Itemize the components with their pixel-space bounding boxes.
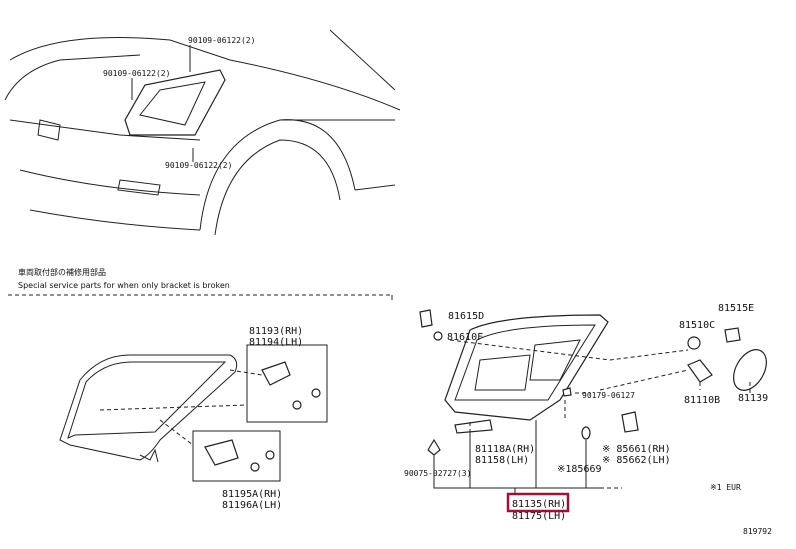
callout-81610f: 81610F (447, 332, 483, 343)
callout-81135-highlighted[interactable]: 81135(RH) (512, 499, 566, 510)
upper-bracket-box (246, 344, 328, 423)
callout-81196a: 81196A(LH) (222, 500, 282, 511)
callout-90179: 90179-06127 (582, 391, 635, 400)
callout-81615d: 81615D (448, 311, 484, 322)
callout-81139: 81139 (738, 393, 768, 404)
callout-81515e: 81515E (718, 303, 754, 314)
callout-81118a: 81118A(RH) (475, 444, 535, 455)
car-front-illustration (4, 29, 401, 236)
note-japanese: 車両取付部の補修用部品 (18, 268, 106, 277)
callout-85669: ※185669 (557, 464, 602, 475)
callout-90075: 90075-02727(3) (404, 469, 471, 478)
callout-90109-top: 90109-06122(2) (188, 36, 255, 45)
headlamp-assembly (419, 309, 767, 456)
callout-81158: 81158(LH) (475, 455, 529, 466)
callout-90109-bottom: 90109-06122(2) (165, 161, 232, 170)
diagram-id: 819792 (743, 527, 772, 536)
note-eur: ※1 EUR (710, 483, 741, 492)
callout-81510c: 81510C (679, 320, 715, 331)
callout-81193: 81193(RH) (249, 326, 303, 337)
callout-81194: 81194(LH) (249, 337, 303, 348)
callout-85661: ※ 85661(RH) (602, 444, 671, 455)
lower-bracket-box (192, 430, 281, 482)
callout-85662: ※ 85662(LH) (602, 455, 671, 466)
callout-90109-left: 90109-06122(2) (103, 69, 170, 78)
headlamp-outline (59, 354, 238, 463)
callout-81195a: 81195A(RH) (222, 489, 282, 500)
callout-81175: 81175(LH) (512, 511, 566, 522)
highlight-box (506, 492, 570, 513)
callout-81110b: 81110B (684, 395, 720, 406)
note-english: Special service parts for when only brac… (18, 281, 230, 290)
